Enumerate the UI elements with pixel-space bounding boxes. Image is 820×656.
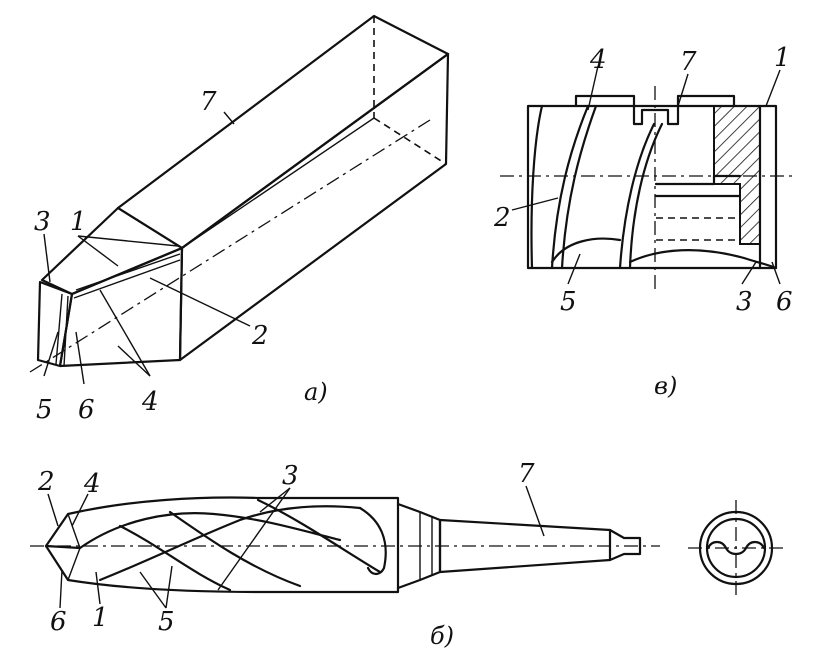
reamer-leader-1 xyxy=(765,69,781,107)
drill-leader-6 xyxy=(59,569,63,609)
drill-label-2: 2 xyxy=(37,467,55,497)
drill-leader-1 xyxy=(95,571,101,605)
cutter-tip-edge-2 xyxy=(63,295,69,367)
cutter-caption: а) xyxy=(304,378,328,406)
reamer-flute-1b xyxy=(560,104,598,270)
cutter-tip-edge xyxy=(55,293,63,365)
drill-leader-3b xyxy=(217,487,291,591)
reamer-label-2: 2 xyxy=(493,203,511,233)
reamer-caption: в) xyxy=(654,372,677,400)
drill-flute-1 xyxy=(78,512,342,550)
reamer-leader-7 xyxy=(677,73,689,107)
drill-leader-5b xyxy=(165,565,173,609)
reamer-flute-2 xyxy=(618,122,656,270)
cutter-leader-4b xyxy=(117,345,151,377)
cutter-edge-strip-2 xyxy=(73,259,181,299)
drill-flute-end xyxy=(358,506,387,576)
cutter-label-5: 5 xyxy=(36,395,53,425)
drill-tang xyxy=(608,528,642,562)
reamer-leader-6 xyxy=(771,261,781,285)
drill-leader-2 xyxy=(47,493,59,527)
drill-label-4: 4 xyxy=(83,469,101,499)
cutter-leader-6 xyxy=(75,331,85,385)
reamer-leader-2 xyxy=(511,197,559,211)
reamer-leader-3 xyxy=(741,261,757,285)
drill-drawing: 2 4 3 7 6 1 5 б) xyxy=(30,459,784,650)
reamer-label-7: 7 xyxy=(680,47,697,77)
reamer-label-5: 5 xyxy=(560,287,577,317)
drill-tip-edge-3 xyxy=(67,547,81,581)
cutter-axis xyxy=(29,119,431,373)
drill-flute-2 xyxy=(98,505,362,582)
reamer-label-6: 6 xyxy=(776,287,793,317)
drill-body-outline xyxy=(44,496,400,594)
cutter-label-4: 4 xyxy=(141,387,159,417)
reamer-bottom-scallop-1 xyxy=(550,237,622,264)
cutter-leader-3 xyxy=(43,233,51,283)
cutter-label-7: 7 xyxy=(200,87,217,117)
reamer-label-1: 1 xyxy=(774,43,791,73)
reamer-label-3: 3 xyxy=(736,287,753,317)
drill-label-7: 7 xyxy=(518,459,535,489)
reamer-top-key xyxy=(574,94,736,126)
cutter-label-3: 3 xyxy=(34,207,51,237)
cutter-drawing: 7 3 1 2 5 6 4 а) xyxy=(29,14,450,425)
drill-leader-7 xyxy=(525,485,545,537)
cutter-shank-hidden-edge-2 xyxy=(373,117,447,165)
drill-label-5: 5 xyxy=(158,607,175,637)
drill-label-3: 3 xyxy=(282,461,299,491)
drill-leader-4 xyxy=(71,493,89,527)
cutter-leader-1a xyxy=(77,235,119,267)
drill-label-1: 1 xyxy=(92,603,109,633)
reamer-body xyxy=(526,104,778,270)
reamer-flute-1 xyxy=(550,104,590,270)
reamer-flute-left xyxy=(530,104,544,270)
cutter-label-1: 1 xyxy=(70,207,87,237)
cutter-leader-7 xyxy=(223,111,235,125)
reamer-label-4: 4 xyxy=(589,45,607,75)
cutter-edge-strip xyxy=(75,253,181,291)
drill-label-6: 6 xyxy=(50,607,67,637)
cutter-chamfer-line xyxy=(181,117,375,249)
cutter-leader-2 xyxy=(149,277,251,327)
reamer-leader-4 xyxy=(587,65,599,111)
drill-leader-5a xyxy=(139,571,167,609)
drill-flute-3 xyxy=(118,524,232,592)
cutter-shank-side-face xyxy=(178,52,450,362)
reamer-drawing: 4 7 1 2 5 3 6 в) xyxy=(493,43,796,400)
cutter-leader-5 xyxy=(43,331,59,377)
cutter-main-flank xyxy=(58,246,184,368)
cutter-rake-face xyxy=(40,206,184,296)
drill-tip-edge-2 xyxy=(67,513,81,549)
cutter-label-6: 6 xyxy=(78,395,95,425)
drill-flute-5 xyxy=(256,498,382,574)
cutter-leader-1b xyxy=(77,235,179,247)
cutter-leader-4a xyxy=(99,289,151,377)
drill-leader-3a xyxy=(259,487,291,513)
cutter-label-2: 2 xyxy=(251,321,269,351)
reamer-bottom-scallop-2 xyxy=(628,249,746,264)
reamer-leader-5 xyxy=(567,253,581,285)
reamer-flute-2b xyxy=(628,122,664,270)
drill-caption: б) xyxy=(430,622,454,650)
drill-flute-4 xyxy=(168,510,302,588)
